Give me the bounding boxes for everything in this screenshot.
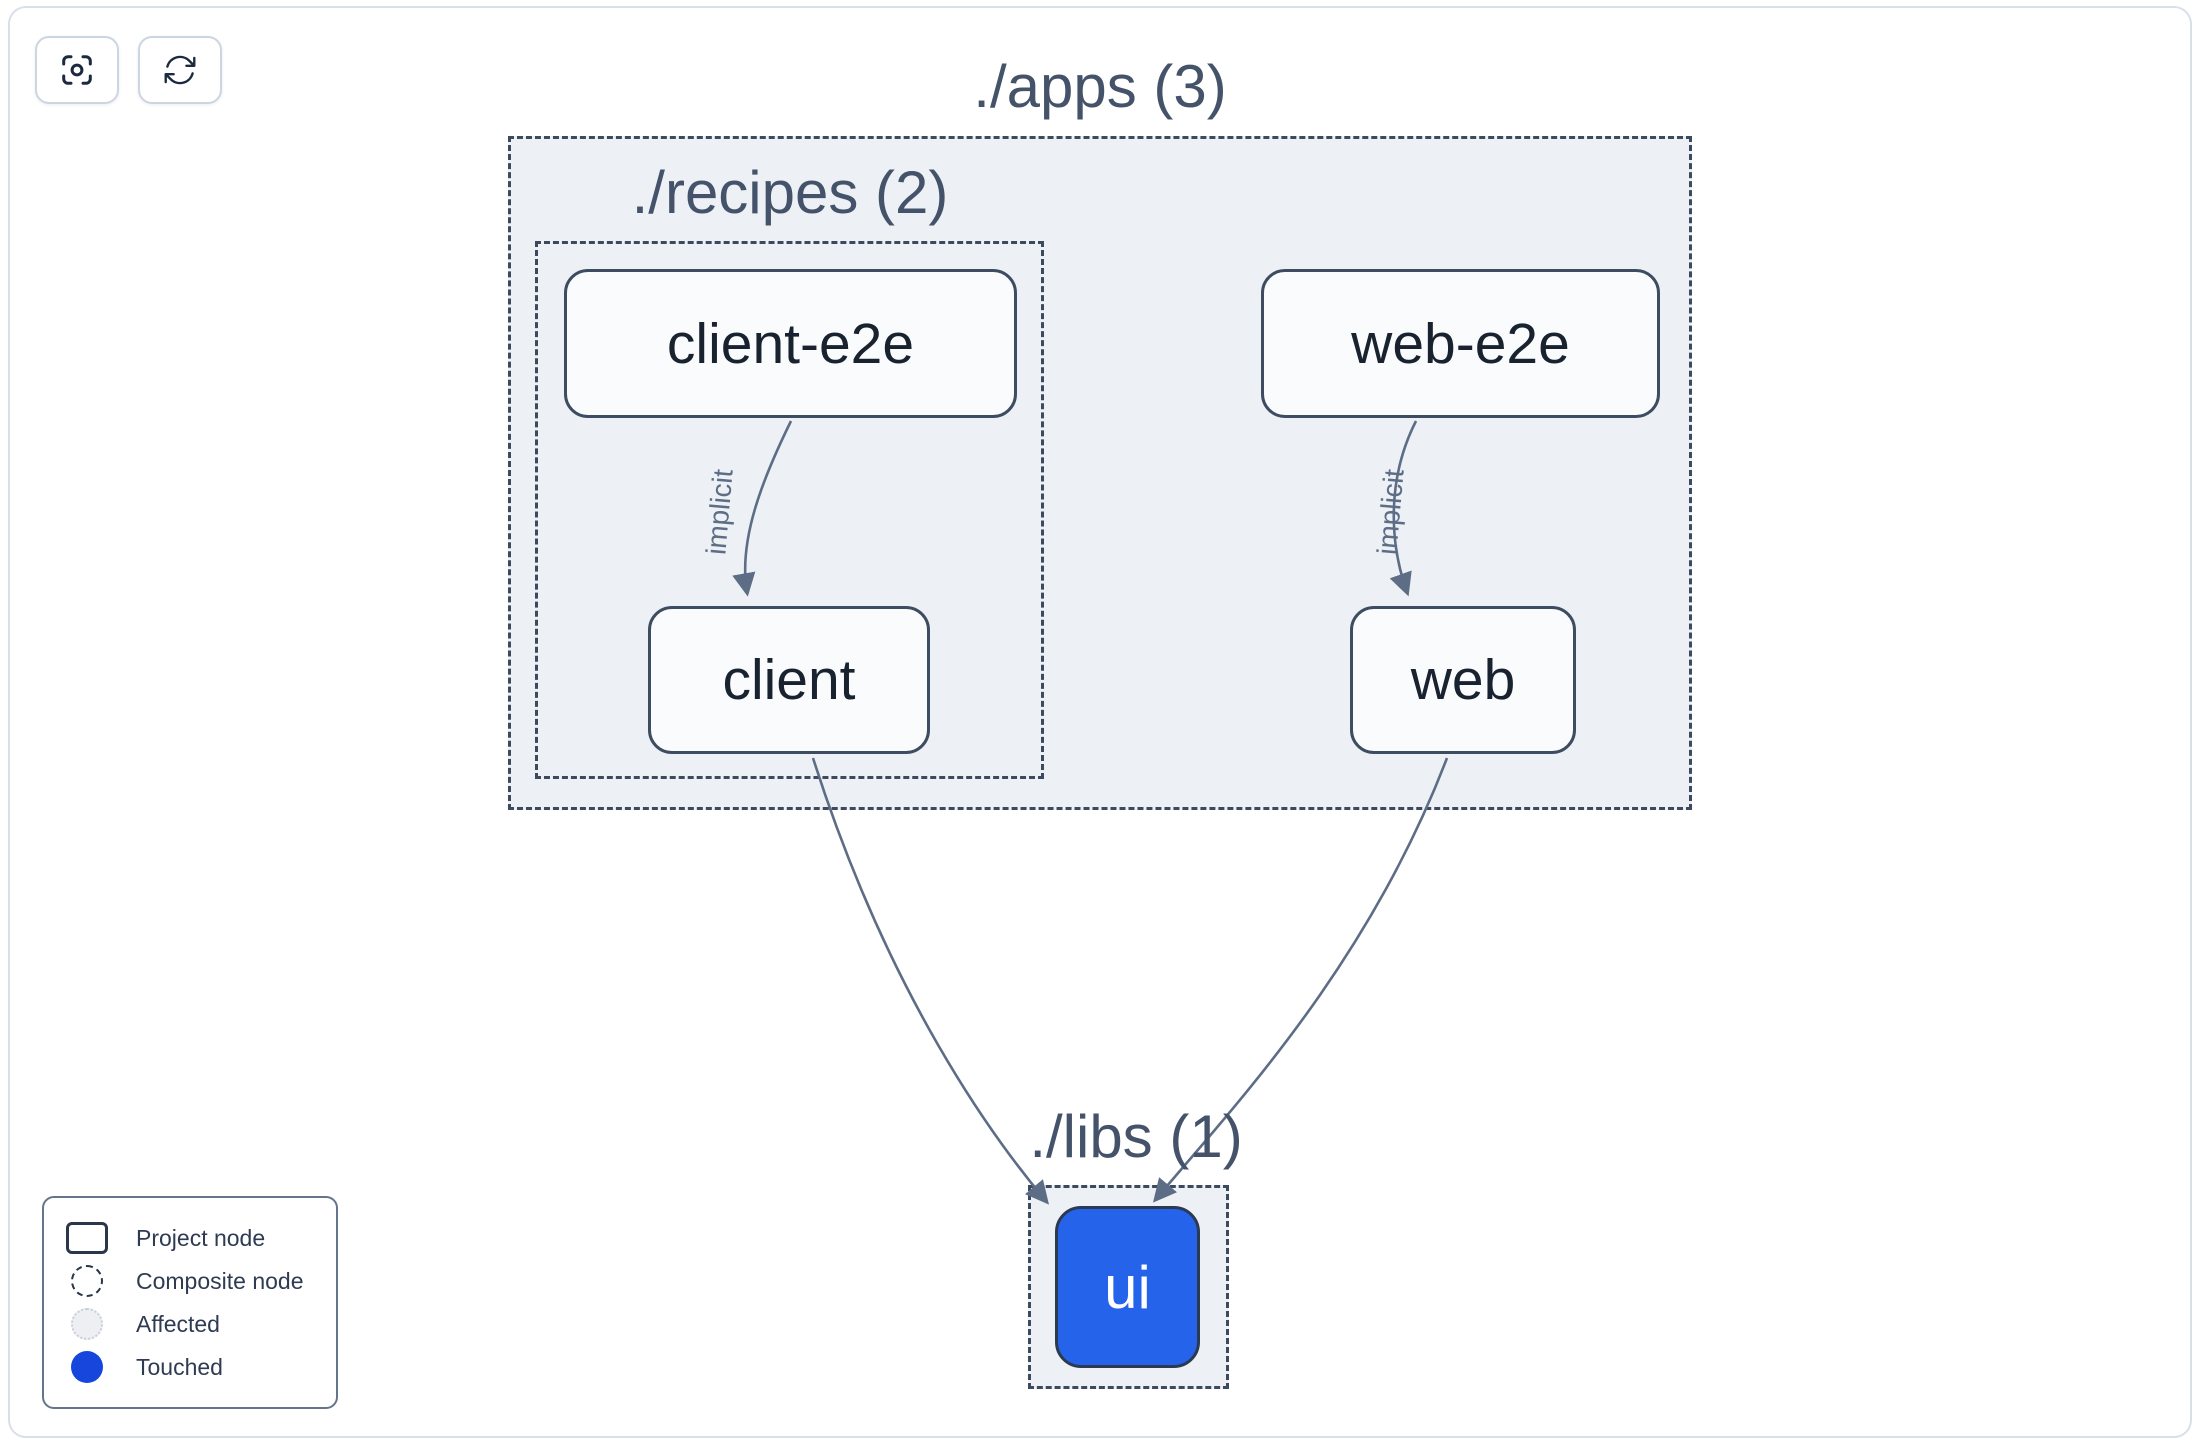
project-node-web[interactable]: web — [1350, 606, 1576, 754]
touched-swatch-icon — [64, 1351, 110, 1383]
legend-item-project-node: Project node — [64, 1222, 316, 1254]
edge-client-to-ui — [811, 757, 1050, 1205]
legend-label: Touched — [136, 1353, 223, 1380]
graph-toolbar — [35, 36, 222, 104]
center-graph-button[interactable] — [35, 36, 119, 104]
graph-legend: Project node Composite node Affected Tou… — [42, 1196, 338, 1409]
composite-node-swatch-icon — [64, 1265, 110, 1297]
refresh-icon — [161, 51, 199, 89]
focus-target-icon — [58, 51, 96, 89]
edge-web-to-ui — [1152, 757, 1449, 1203]
group-title-recipes[interactable]: ./recipes (2) — [631, 159, 949, 226]
legend-item-composite-node: Composite node — [64, 1265, 316, 1297]
legend-label: Affected — [136, 1310, 220, 1337]
project-node-client-e2e[interactable]: client-e2e — [564, 269, 1017, 418]
legend-label: Project node — [136, 1224, 266, 1251]
refresh-button[interactable] — [138, 36, 222, 104]
edge-client-e2e-to-client — [732, 420, 793, 597]
group-title-libs[interactable]: ./libs (1) — [1029, 1103, 1243, 1170]
project-node-ui-touched[interactable]: ui — [1055, 1206, 1200, 1368]
project-node-swatch-icon — [64, 1222, 110, 1254]
affected-swatch-icon — [64, 1308, 110, 1340]
legend-item-affected: Affected — [64, 1308, 316, 1340]
project-node-client[interactable]: client — [648, 606, 930, 754]
edge-web-e2e-to-web — [1389, 420, 1418, 597]
legend-item-touched: Touched — [64, 1351, 316, 1383]
group-title-apps[interactable]: ./apps (3) — [973, 53, 1227, 120]
project-node-web-e2e[interactable]: web-e2e — [1261, 269, 1660, 418]
legend-label: Composite node — [136, 1267, 304, 1294]
